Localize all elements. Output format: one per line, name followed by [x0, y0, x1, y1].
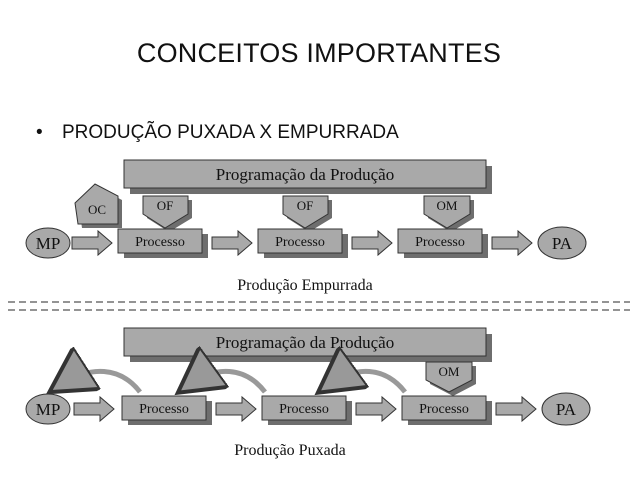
pull-flow-arrow [495, 395, 537, 423]
push-process-label: Processo [275, 235, 325, 250]
push-order-tag-label: OC [88, 202, 106, 217]
pull-mp-label: MP [36, 400, 61, 419]
pull-flow-arrow [355, 395, 397, 423]
push-planning-box: Programação da Produção [123, 159, 492, 194]
pull-pa-label: PA [556, 400, 577, 419]
pull-process-label: Processo [139, 402, 189, 417]
bullet-text: PRODUÇÃO PUXADA X EMPURRADA [62, 122, 399, 143]
push-flow-arrow [71, 229, 113, 257]
pull-process-label: Processo [419, 402, 469, 417]
push-flow-arrow [491, 229, 533, 257]
pull-caption: Produção Puxada [234, 442, 346, 459]
pull-mp-node: MP [25, 393, 71, 425]
push-order-tag-om: OM [423, 195, 474, 232]
pull-order-tag-om: OM [425, 361, 476, 396]
pull-process-box-1: Processo [121, 395, 212, 425]
slide-title: CONCEITOS IMPORTANTES [136, 38, 502, 68]
push-pa-label: PA [552, 234, 573, 253]
push-mp-node: MP [25, 227, 71, 259]
push-caption: Produção Empurrada [237, 277, 373, 294]
push-process-box-2: Processo [257, 228, 348, 258]
push-order-tag-label: OF [157, 198, 174, 213]
pull-flow-arrow [73, 395, 115, 423]
push-process-box-1: Processo [117, 228, 208, 258]
pull-curved-arrow [330, 371, 407, 392]
push-order-tag-oc: OC [74, 183, 122, 228]
push-order-tag-of-2: OF [282, 195, 332, 232]
push-flow-arrow [211, 229, 253, 257]
pull-process-label: Processo [279, 402, 329, 417]
push-diagram: Programação da Produção OC OF OF OM MP [25, 159, 587, 294]
push-order-tag-label: OF [297, 198, 314, 213]
pull-planning-box: Programação da Produção [123, 327, 492, 362]
pull-diagram: Programação da Produção OM MP Processo P… [25, 327, 591, 459]
push-mp-label: MP [36, 234, 61, 253]
bullet-marker: • [36, 122, 43, 143]
pull-planning-label: Programação da Produção [216, 333, 394, 352]
pull-order-tag-label: OM [439, 364, 460, 379]
push-order-tag-label: OM [437, 198, 458, 213]
pull-curved-arrow [62, 371, 142, 392]
pull-process-box-2: Processo [261, 395, 352, 425]
push-flow-arrow [351, 229, 393, 257]
pull-flow-arrow [215, 395, 257, 423]
pull-pa-node: PA [541, 392, 591, 426]
push-process-label: Processo [135, 235, 185, 250]
push-process-label: Processo [415, 235, 465, 250]
push-planning-label: Programação da Produção [216, 165, 394, 184]
pull-process-box-3: Processo [401, 395, 492, 425]
push-order-tag-of-1: OF [142, 195, 192, 232]
pull-curved-arrow [190, 371, 267, 392]
push-process-box-3: Processo [397, 228, 488, 258]
bullet-item: • PRODUÇÃO PUXADA X EMPURRADA [36, 122, 399, 144]
push-pa-node: PA [537, 226, 587, 260]
